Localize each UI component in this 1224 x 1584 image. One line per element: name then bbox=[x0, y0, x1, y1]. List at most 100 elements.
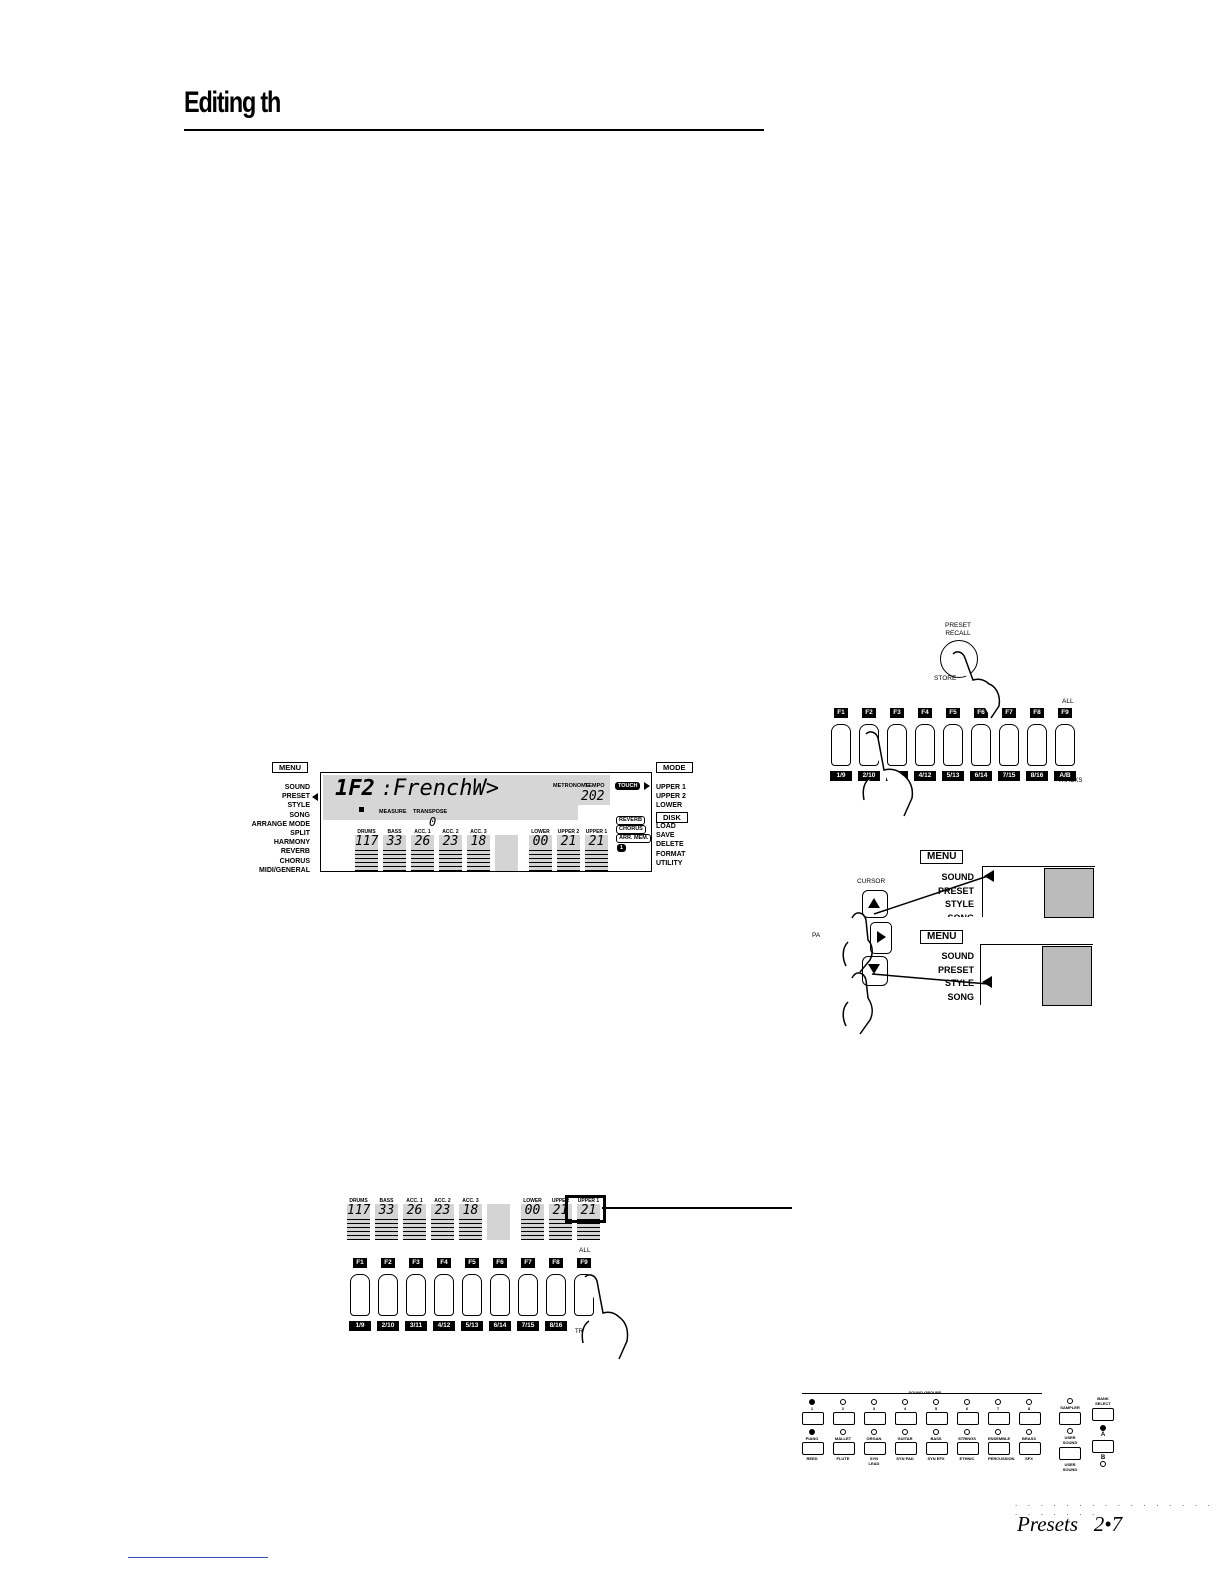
f-key-label: F6 bbox=[974, 708, 988, 718]
footer-dots: . . . . . . . . . . . . . . . . . . . . … bbox=[1015, 1499, 1215, 1517]
f-key-button[interactable] bbox=[406, 1274, 426, 1316]
preset-recall-button[interactable] bbox=[940, 640, 978, 678]
f-key-label: F2 bbox=[381, 1258, 395, 1268]
tempo-label: TEMPO bbox=[585, 783, 605, 789]
track-key-label: 4/12 bbox=[914, 771, 936, 781]
f-key-button[interactable] bbox=[1027, 724, 1047, 766]
footer-page-number: 2•7 bbox=[1093, 1512, 1123, 1536]
group-name-bottom: SYN EFX bbox=[927, 1456, 945, 1461]
lcd-top-right bbox=[578, 775, 610, 805]
track-key-label: 5/13 bbox=[461, 1321, 483, 1331]
group-number-button[interactable] bbox=[988, 1412, 1010, 1425]
track-key-label: A/B bbox=[1054, 771, 1076, 781]
lcd-screen: 1F2 : FrenchW> METRONOME TEMPO 202 MEASU… bbox=[320, 772, 652, 872]
track-level-bars bbox=[549, 1218, 572, 1240]
group-led bbox=[871, 1429, 877, 1435]
group-number-button[interactable] bbox=[802, 1412, 824, 1425]
group-name: ENSEMBLE bbox=[988, 1436, 1011, 1441]
f-key-button[interactable] bbox=[350, 1274, 370, 1316]
track-value: 18 bbox=[467, 835, 490, 849]
f-key-button[interactable] bbox=[887, 724, 907, 766]
f-key-button[interactable] bbox=[915, 724, 935, 766]
group-number: 3 bbox=[872, 1406, 876, 1411]
f-key-button[interactable] bbox=[831, 724, 851, 766]
disk-item: DELETE bbox=[656, 841, 684, 849]
group-button[interactable] bbox=[895, 1442, 917, 1455]
track-level-bars bbox=[529, 849, 552, 871]
f-key-button[interactable] bbox=[1055, 724, 1075, 766]
cursor-up-button[interactable] bbox=[862, 890, 888, 918]
f-key-label: F7 bbox=[521, 1258, 535, 1268]
group-number-button[interactable] bbox=[926, 1412, 948, 1425]
sampler-button[interactable] bbox=[1059, 1412, 1081, 1425]
group-button[interactable] bbox=[957, 1442, 979, 1455]
group-number-button[interactable] bbox=[833, 1412, 855, 1425]
group-name: PIANO bbox=[805, 1436, 819, 1441]
group-button[interactable] bbox=[833, 1442, 855, 1455]
mode-item: UPPER 1 bbox=[656, 784, 686, 791]
f-key-label: F3 bbox=[890, 708, 904, 718]
f-key-button[interactable] bbox=[999, 724, 1019, 766]
track-level-bars bbox=[347, 1218, 370, 1240]
ab-button[interactable] bbox=[1092, 1440, 1114, 1453]
f-key-button[interactable] bbox=[434, 1274, 454, 1316]
track-value: 21 bbox=[577, 1204, 600, 1218]
f-key-button[interactable] bbox=[546, 1274, 566, 1316]
group-led bbox=[1026, 1429, 1032, 1435]
group-button[interactable] bbox=[864, 1442, 886, 1455]
group-number-button[interactable] bbox=[864, 1412, 886, 1425]
f-key-button[interactable] bbox=[943, 724, 963, 766]
a-led bbox=[1100, 1425, 1106, 1431]
track-key-label: 2/10 bbox=[377, 1321, 399, 1331]
group-button[interactable] bbox=[1019, 1442, 1041, 1455]
preset-recall-label: PRESET RECALL bbox=[944, 622, 971, 637]
track-level-bars bbox=[383, 849, 406, 871]
tempo-value: 202 bbox=[581, 789, 605, 804]
bank-select-button[interactable] bbox=[1092, 1408, 1114, 1421]
user-sound-button[interactable] bbox=[1059, 1447, 1081, 1460]
track-name: ACC. 1 bbox=[406, 1198, 423, 1204]
track-level-bars bbox=[557, 849, 580, 871]
down-arrow-icon bbox=[868, 964, 880, 974]
group-name: MALLET bbox=[834, 1436, 852, 1441]
track-key-label: 5/13 bbox=[942, 771, 964, 781]
group-button[interactable] bbox=[802, 1442, 824, 1455]
track-name: LOWER bbox=[523, 1198, 542, 1204]
disk-item: LOAD bbox=[656, 823, 676, 830]
disk-item: FORMAT bbox=[656, 850, 686, 858]
track-name: ACC. 2 bbox=[442, 829, 459, 835]
f-key-button[interactable] bbox=[518, 1274, 538, 1316]
menu-item: SONG bbox=[289, 811, 310, 819]
track-value: 00 bbox=[529, 835, 552, 849]
f-key-button[interactable] bbox=[490, 1274, 510, 1316]
group-led bbox=[840, 1399, 846, 1405]
f-key-label: F5 bbox=[946, 708, 960, 718]
f-key-button[interactable] bbox=[462, 1274, 482, 1316]
group-button[interactable] bbox=[926, 1442, 948, 1455]
group-number-button[interactable] bbox=[895, 1412, 917, 1425]
f-key-button[interactable] bbox=[378, 1274, 398, 1316]
track-level-bars bbox=[411, 849, 434, 871]
f-key-button[interactable] bbox=[971, 724, 991, 766]
group-number-button[interactable] bbox=[957, 1412, 979, 1425]
group-button[interactable] bbox=[988, 1442, 1010, 1455]
group-number: 1 bbox=[810, 1406, 814, 1411]
group-number-button[interactable] bbox=[1019, 1412, 1041, 1425]
cursor-down-button[interactable] bbox=[862, 956, 888, 986]
menu-item: PRESET bbox=[281, 793, 310, 801]
f-key-label: F3 bbox=[409, 1258, 423, 1268]
cursor-right-button[interactable] bbox=[870, 922, 892, 954]
menu-item: STYLE bbox=[944, 899, 974, 909]
